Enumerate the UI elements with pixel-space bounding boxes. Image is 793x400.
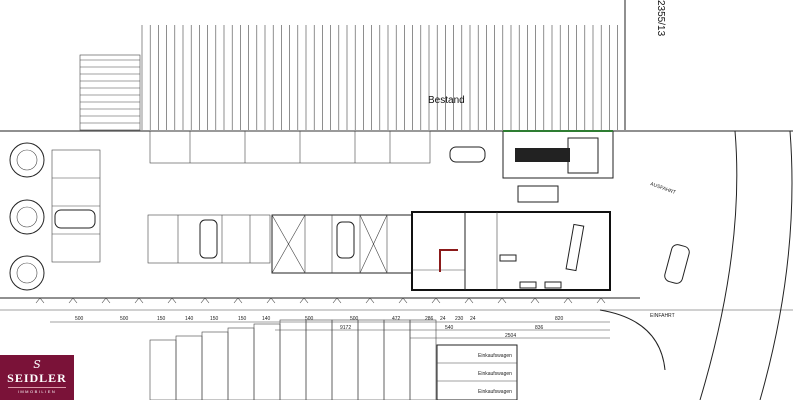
logo-subtitle: IMMOBILIEN	[8, 387, 66, 394]
grid-marker	[134, 297, 144, 304]
grid-marker	[266, 297, 276, 304]
dimension-label: 820	[555, 316, 564, 322]
dimension-label: 24	[470, 316, 476, 322]
parking-row-bottom	[149, 319, 437, 400]
parking-stall	[201, 331, 229, 400]
grid-marker	[365, 297, 375, 304]
parking-row-top	[149, 130, 431, 164]
parking-stall	[149, 339, 177, 400]
dimension-label: 150	[210, 316, 219, 322]
dimension-label: 472	[392, 316, 401, 322]
parking-stall	[331, 319, 359, 400]
grid-marker	[563, 297, 573, 304]
existing-label: Bestand	[428, 95, 465, 106]
carports	[271, 214, 413, 274]
grid-marker	[596, 297, 606, 304]
dimension-label: 500	[305, 316, 314, 322]
dimension-label: 2504	[505, 333, 516, 339]
parking-stall	[383, 319, 411, 400]
parking-stall	[305, 319, 333, 400]
parcel-number: 2355/13	[655, 0, 666, 37]
grid-marker	[200, 297, 210, 304]
parking-stall	[279, 319, 307, 400]
dimension-label: 150	[238, 316, 247, 322]
grid-marker	[431, 297, 441, 304]
tree-icon	[9, 199, 45, 235]
dimension-label: 286	[425, 316, 434, 322]
company-logo: S SEIDLER IMMOBILIEN	[0, 355, 74, 400]
dimension-label: 9172	[340, 325, 351, 331]
car-icon	[449, 146, 486, 163]
grid-marker	[398, 297, 408, 304]
highlighted-room	[439, 249, 458, 272]
cart-label: Einkaufswagen	[478, 389, 512, 395]
dimension-labels: 500 500 150 140 150 150 140 500 500 472 286 24 230 24…	[35, 297, 606, 322]
parking-middle	[147, 214, 271, 264]
cart-label: Einkaufswagen	[478, 353, 512, 359]
cart-bays	[436, 344, 518, 400]
grid-marker	[530, 297, 540, 304]
grid-marker	[35, 297, 45, 304]
dimension-label: 500	[350, 316, 359, 322]
dimension-label: 500	[75, 316, 84, 322]
drive-label: AUSFAHRT	[649, 181, 676, 196]
parking-stall	[409, 319, 437, 400]
loading-area	[449, 130, 614, 203]
parking-stall	[227, 327, 255, 400]
existing-building-roof	[80, 25, 618, 130]
grid-marker	[497, 297, 507, 304]
roof-stair-block	[79, 54, 141, 131]
dimension-label: 140	[262, 316, 271, 322]
car-icon	[54, 209, 96, 229]
tree-icon	[9, 255, 45, 291]
car-icon	[336, 221, 355, 259]
dimension-label: 836	[535, 325, 544, 331]
grid-marker	[464, 297, 474, 304]
parking-stall	[253, 323, 281, 400]
dimension-label: 230	[455, 316, 464, 322]
main-building	[411, 211, 611, 291]
parking-stall	[357, 319, 385, 400]
exit-label: EINFAHRT	[650, 313, 675, 319]
parking-stall	[175, 335, 203, 400]
dimension-label: 500	[120, 316, 129, 322]
dimension-label: 540	[445, 325, 454, 331]
grid-marker	[101, 297, 111, 304]
dimension-label: 140	[185, 316, 194, 322]
car-icon	[199, 219, 218, 259]
grid-marker	[233, 297, 243, 304]
logo-name: SEIDLER	[7, 371, 67, 385]
car-icon	[664, 244, 690, 284]
logo-mark: S	[33, 358, 41, 371]
grid-marker	[68, 297, 78, 304]
tree-icon	[9, 142, 45, 178]
cart-label: Einkaufswagen	[478, 371, 512, 377]
dimension-label: 24	[440, 316, 446, 322]
grid-marker	[167, 297, 177, 304]
dimension-label: 150	[157, 316, 166, 322]
grid-marker	[299, 297, 309, 304]
grid-marker	[332, 297, 342, 304]
